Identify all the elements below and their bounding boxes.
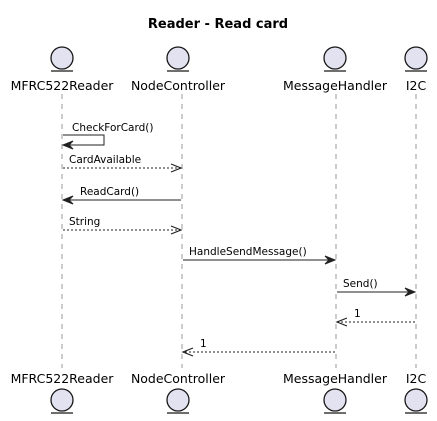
entity-icon-reader-top	[50, 46, 74, 72]
participant-label-reader-bottom: MFRC522Reader	[11, 371, 115, 386]
participant-label-i2c-top: I2C	[406, 78, 427, 93]
entity-icon-msg-top	[323, 46, 347, 72]
message-label: ReadCard()	[80, 186, 139, 198]
message-label: 1	[200, 338, 207, 350]
message-5: HandleSendMessage()	[183, 246, 337, 265]
message-4: String	[63, 216, 183, 235]
diagram-title: Reader - Read card	[148, 17, 288, 32]
message-2: CardAvailable	[63, 154, 183, 173]
message-3: ReadCard()	[61, 186, 181, 205]
entity-icon-msg-bottom	[323, 388, 347, 414]
participant-label-node-top: NodeController	[131, 78, 226, 93]
lifelines	[61, 94, 417, 368]
message-6: Send()	[337, 278, 417, 297]
message-label: String	[69, 216, 100, 228]
message-label: Send()	[343, 278, 378, 290]
message-label: CheckForCard()	[72, 122, 153, 134]
participant-label-reader-top: MFRC522Reader	[11, 78, 115, 93]
entity-icon-i2c-bottom	[404, 388, 428, 414]
message-label: 1	[354, 308, 361, 320]
entity-icon-node-top	[166, 46, 190, 72]
participant-label-msg-bottom: MessageHandler	[283, 371, 388, 386]
entity-icon-reader-bottom	[50, 388, 74, 414]
message-label: HandleSendMessage()	[189, 246, 307, 258]
participant-label-msg-top: MessageHandler	[283, 78, 388, 93]
participants-top: MFRC522Reader NodeController MessageHandle…	[11, 46, 428, 93]
participant-label-node-bottom: NodeController	[131, 371, 226, 386]
participant-label-i2c-bottom: I2C	[406, 371, 427, 386]
message-label: CardAvailable	[69, 154, 141, 166]
message-1: CheckForCard()	[61, 122, 153, 150]
entity-icon-i2c-top	[404, 46, 428, 72]
message-8: 1	[181, 338, 335, 357]
entity-icon-node-bottom	[166, 388, 190, 414]
message-7: 1	[335, 308, 415, 327]
participants-bottom: MFRC522Reader NodeController MessageHandle…	[11, 371, 428, 414]
